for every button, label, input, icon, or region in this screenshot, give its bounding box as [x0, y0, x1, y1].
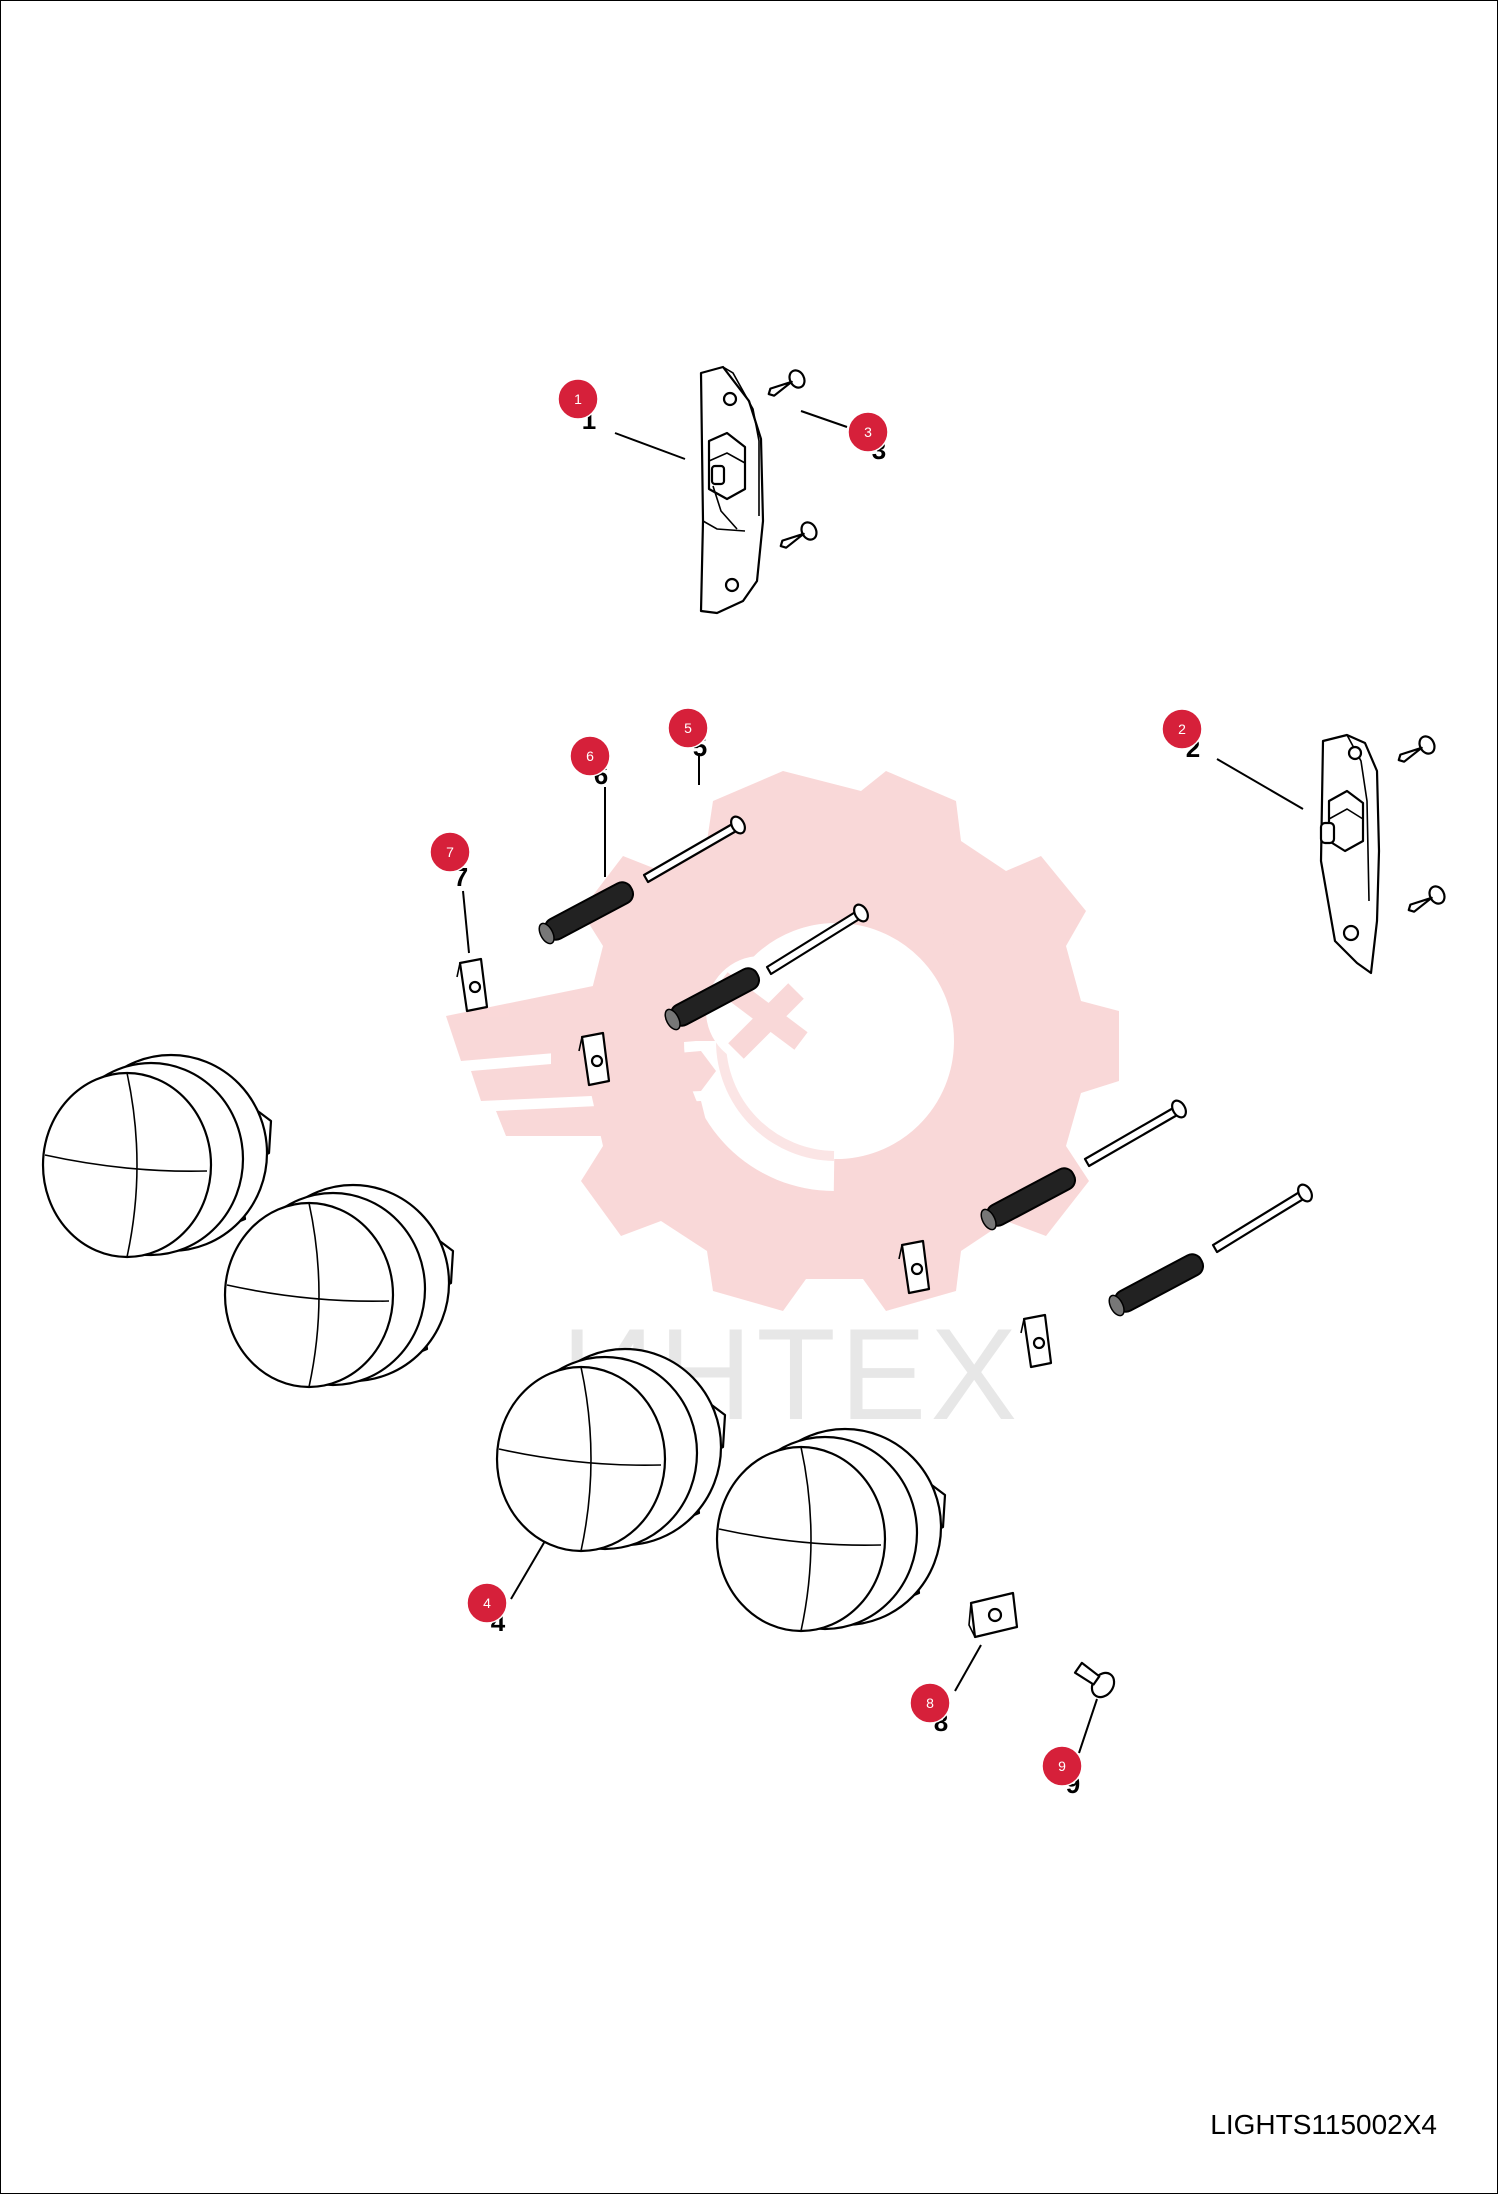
callout-6[interactable]: 6 [569, 735, 611, 777]
callout-2[interactable]: 2 [1161, 708, 1203, 750]
plastic-rivet [1073, 1661, 1116, 1699]
callout-6-label: 6 [586, 748, 594, 764]
leader-lines [462, 410, 1304, 1754]
fog-lamp-c [495, 1347, 727, 1553]
callout-5[interactable]: 5 [667, 707, 709, 749]
nut-clip [968, 1591, 1019, 1639]
callout-8-label: 8 [926, 1695, 934, 1711]
self-tapping-screws [767, 369, 1446, 913]
fog-lamps [41, 1053, 947, 1633]
callout-2-label: 2 [1178, 721, 1186, 737]
callout-4-label: 4 [483, 1595, 491, 1611]
long-pins [642, 815, 1313, 1254]
side-repeater-lamp-1 [699, 365, 765, 615]
fog-lamp-d [715, 1427, 947, 1633]
callout-8[interactable]: 8 [909, 1682, 951, 1724]
callout-1[interactable]: 1 [557, 378, 599, 420]
spring-clips [456, 957, 1053, 1369]
threaded-sleeves [538, 881, 1205, 1317]
callout-4[interactable]: 4 [466, 1582, 508, 1624]
watermark-logo: ИНТЕХ [446, 771, 1119, 1447]
callout-badges: 1 2 3 4 5 6 7 8 [429, 378, 1203, 1787]
fog-lamp-b [223, 1183, 455, 1389]
callout-5-label: 5 [684, 720, 692, 736]
watermark-wrench [446, 966, 721, 1061]
callout-7[interactable]: 7 [429, 831, 471, 873]
fog-lamp-a [41, 1053, 273, 1259]
side-repeater-lamp-2 [1319, 733, 1381, 975]
callout-3-label: 3 [864, 424, 872, 440]
callout-1-label: 1 [574, 391, 582, 407]
callout-9-label: 9 [1058, 1758, 1066, 1774]
callout-9[interactable]: 9 [1041, 1745, 1083, 1787]
callout-7-label: 7 [446, 844, 454, 860]
document-code: LIGHTS115002X4 [1210, 2109, 1437, 2140]
callout-3[interactable]: 3 [847, 411, 889, 453]
